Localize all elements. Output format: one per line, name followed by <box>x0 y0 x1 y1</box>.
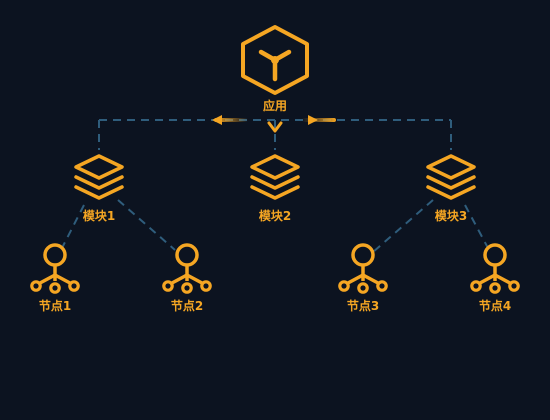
layers-icon <box>426 154 476 200</box>
app-label: 应用 <box>262 99 287 113</box>
module-label-1: 模块1 <box>82 209 116 223</box>
module-label-3: 模块3 <box>434 209 468 223</box>
connector-module1-node2 <box>117 199 176 251</box>
connector-lines <box>61 119 489 253</box>
node-label-2: 节点2 <box>170 299 204 313</box>
node-label-4: 节点4 <box>478 299 512 313</box>
layers-icon <box>74 154 124 200</box>
connector-module3-node3 <box>372 199 434 253</box>
hexagon-cube-icon <box>241 25 309 95</box>
node-tree-icon <box>162 243 212 294</box>
module-label-2: 模块2 <box>258 209 292 223</box>
node-tree-icon <box>30 243 80 294</box>
layers-icon <box>250 154 300 200</box>
node-tree-icon <box>470 243 520 294</box>
chevron-down-icon <box>267 121 283 133</box>
node-tree-icon <box>338 243 388 294</box>
node-label-3: 节点3 <box>346 299 380 313</box>
bus-glow-accent <box>212 115 336 133</box>
node-label-1: 节点1 <box>38 299 72 313</box>
